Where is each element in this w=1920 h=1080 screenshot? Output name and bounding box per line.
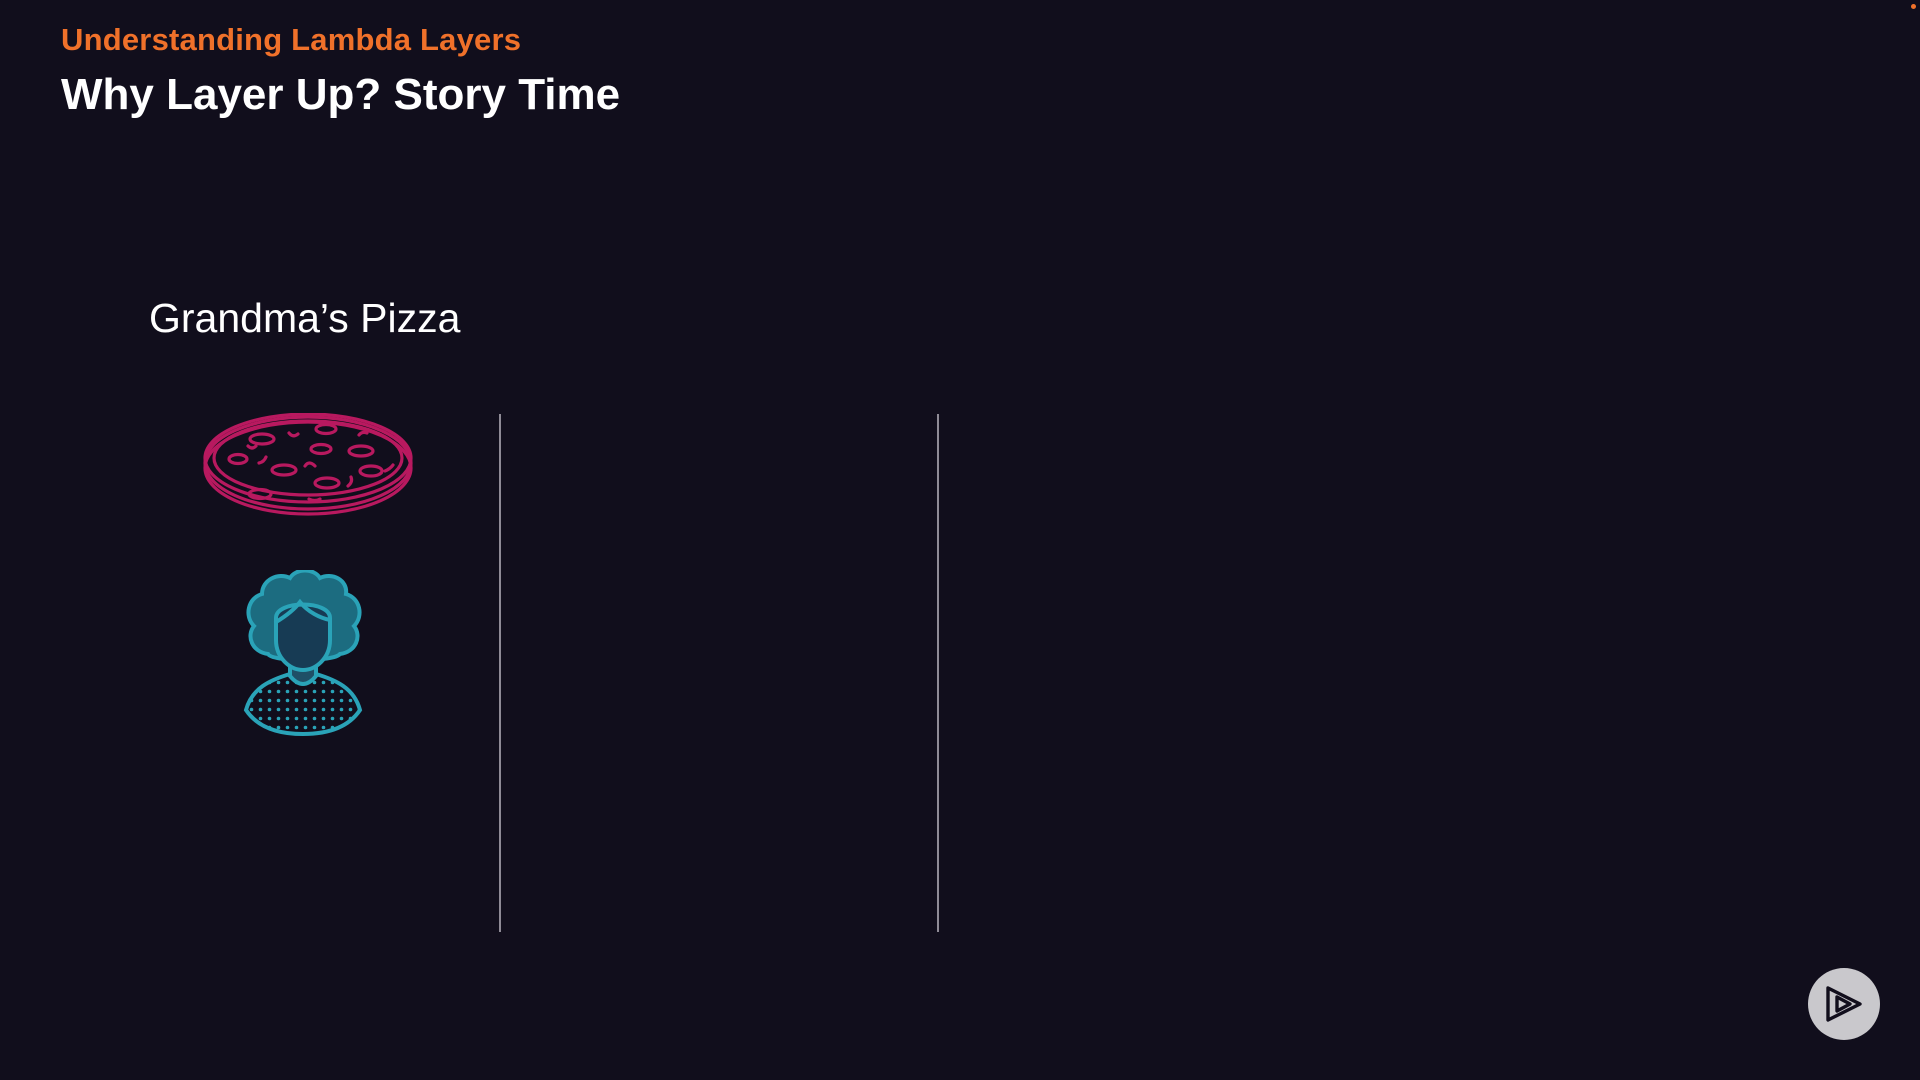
column-heading: Grandma’s Pizza [149,295,461,341]
status-dot [1911,4,1916,9]
column-divider [937,414,939,932]
column-divider [499,414,501,932]
play-logo-icon [1826,986,1862,1022]
course-title: Understanding Lambda Layers [61,22,522,57]
play-logo-button[interactable] [1808,968,1880,1040]
slide-title: Why Layer Up? Story Time [61,70,621,119]
pizza-icon [203,413,413,516]
grandma-avatar-icon [243,570,363,736]
